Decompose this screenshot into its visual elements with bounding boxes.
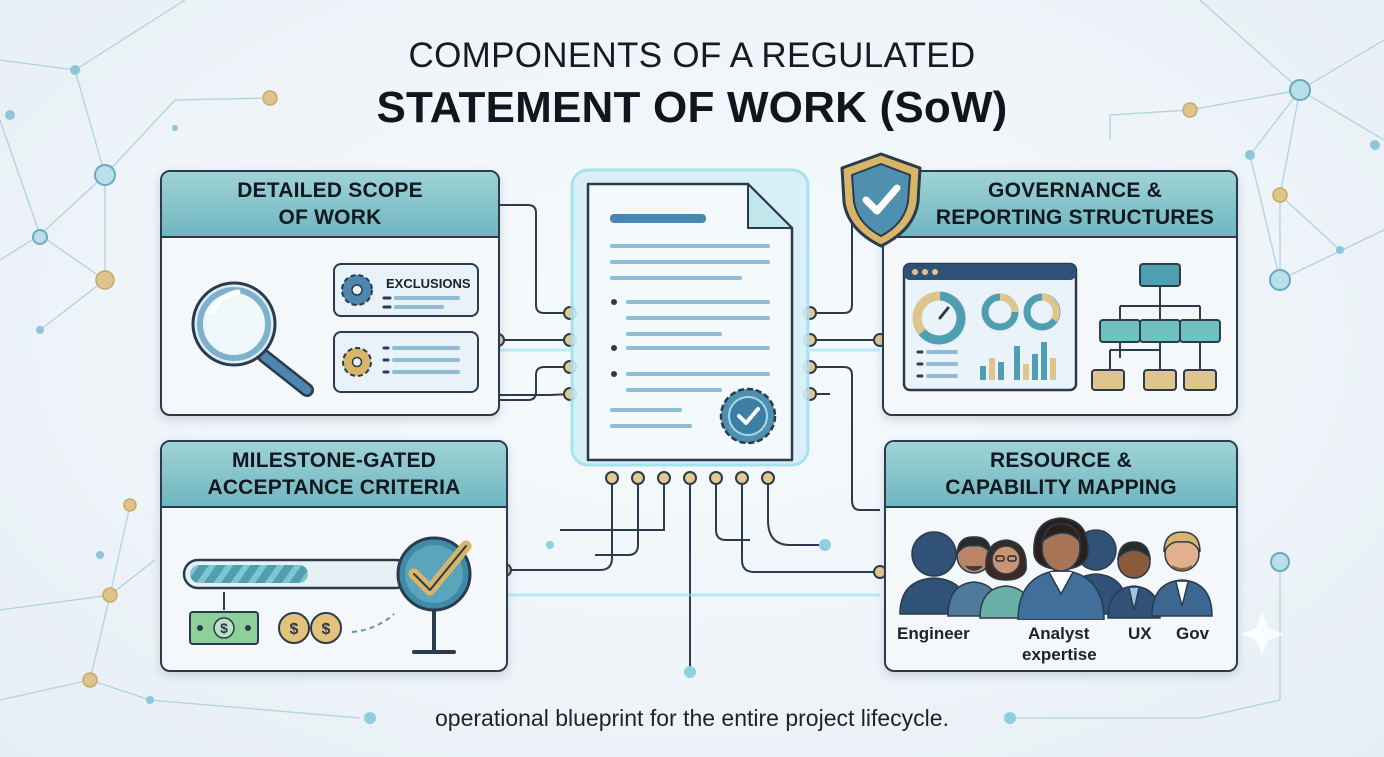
heading-line1: DETAILED SCOPE	[237, 179, 423, 202]
svg-text:$: $	[220, 620, 228, 636]
document-icon	[570, 168, 810, 467]
checkmark-gate-icon	[396, 536, 472, 654]
svg-text:$: $	[290, 621, 299, 638]
title-line2: STATEMENT OF WORK (SoW)	[376, 83, 1008, 132]
role-label-engineer: Engineer	[897, 624, 970, 643]
panel-heading: RESOURCE & CAPABILITY MAPPING	[886, 442, 1236, 508]
org-chart-icon	[1091, 263, 1221, 391]
progress-fill	[190, 565, 308, 583]
heading-line2: CAPABILITY MAPPING	[945, 476, 1177, 499]
milestone-illustration: $ $ $	[182, 536, 472, 654]
heading-line2: REPORTING STRUCTURES	[935, 206, 1215, 229]
panel-resource: RESOURCE & CAPABILITY MAPPING	[884, 440, 1238, 672]
heading-line1: RESOURCE &	[989, 449, 1132, 472]
exclusions-label: EXCLUSIONS	[386, 276, 471, 291]
scope-illustration	[191, 263, 479, 397]
banknote-icon: $	[189, 592, 259, 645]
seal-icon	[719, 387, 777, 445]
governance-illustration	[902, 262, 1221, 392]
footer-caption: operational blueprint for the entire pro…	[435, 705, 949, 731]
people-illustration	[899, 517, 1213, 620]
panel-heading: GOVERNANCE & REPORTING STRUCTURES	[884, 172, 1236, 238]
panel-governance: GOVERNANCE & REPORTING STRUCTURES	[882, 170, 1238, 416]
panel-detailed-scope: DETAILED SCOPE OF WORK	[160, 170, 500, 416]
role-label-analyst: Analyst	[1028, 624, 1090, 643]
panel-heading: DETAILED SCOPE OF WORK	[162, 172, 498, 238]
heading-line1: MILESTONE-GATED	[231, 449, 437, 472]
panel-heading: MILESTONE-GATED ACCEPTANCE CRITERIA	[162, 442, 506, 508]
gear-icon	[341, 274, 373, 306]
title-line1: COMPONENTS OF A REGULATED	[408, 36, 976, 75]
role-label-expertise: expertise	[1022, 645, 1097, 664]
heading-line1: GOVERNANCE &	[988, 179, 1162, 202]
dashboard-icon	[902, 262, 1078, 392]
panel-milestone: MILESTONE-GATED ACCEPTANCE CRITERIA	[160, 440, 508, 672]
shield-check-icon	[840, 152, 922, 248]
heading-line2: OF WORK	[278, 206, 382, 229]
svg-text:$: $	[322, 621, 331, 638]
role-label-gov: Gov	[1176, 624, 1210, 643]
progress-bar	[182, 558, 412, 590]
magnifier-icon	[191, 281, 314, 397]
role-label-ux: UX	[1128, 624, 1152, 643]
coin-icon: $ $	[278, 612, 342, 644]
heading-line2: ACCEPTANCE CRITERIA	[207, 476, 461, 499]
